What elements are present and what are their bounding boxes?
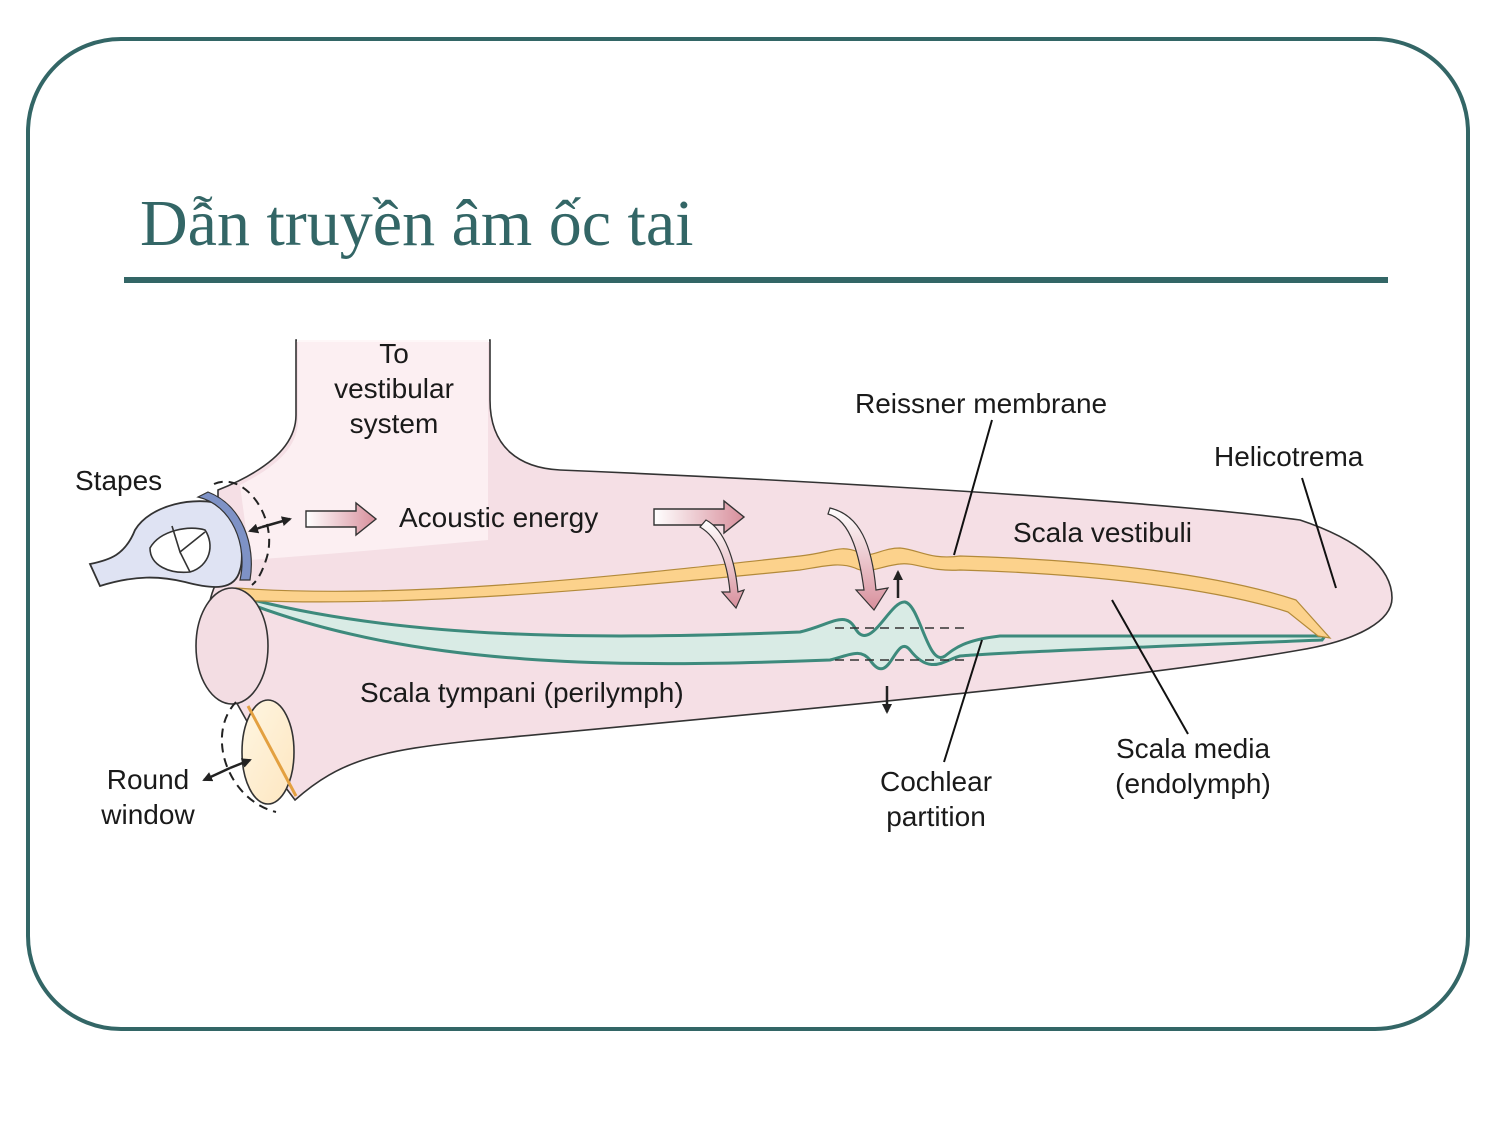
label-scala-media: Scala media: [1116, 733, 1271, 764]
slide-title: Dẫn truyền âm ốc tai: [140, 187, 694, 260]
oval-window-disc: [195, 587, 269, 705]
label-helicotrema: Helicotrema: [1214, 441, 1364, 472]
label-scala-vestibuli: Scala vestibuli: [1013, 517, 1192, 548]
title-underline: [124, 277, 1388, 283]
label-cochlear: Cochlear: [880, 766, 992, 797]
label-partition: partition: [886, 801, 986, 832]
acoustic-energy-arrow-3: [699, 519, 746, 610]
stapes-bone: [88, 491, 252, 588]
label-acoustic-energy: Acoustic energy: [399, 502, 598, 533]
label-vestibular: vestibular: [334, 373, 454, 404]
label-reissner-membrane: Reissner membrane: [855, 388, 1107, 419]
label-scala-tympani: Scala tympani (perilymph): [360, 677, 684, 708]
acoustic-energy-arrow-4: [827, 507, 890, 611]
acoustic-energy-arrow-2: [653, 499, 746, 535]
label-to: To: [379, 338, 409, 369]
label-system: system: [350, 408, 439, 439]
cochlear-partition-shape: [237, 594, 1328, 671]
round-window-membrane: [241, 699, 295, 805]
reissner-membrane-shape: [235, 547, 1332, 639]
label-endolymph: (endolymph): [1115, 768, 1271, 799]
label-round: Round: [107, 764, 190, 795]
acoustic-energy-arrow-1: [305, 501, 378, 537]
label-window: window: [100, 799, 195, 830]
label-stapes: Stapes: [75, 465, 162, 496]
